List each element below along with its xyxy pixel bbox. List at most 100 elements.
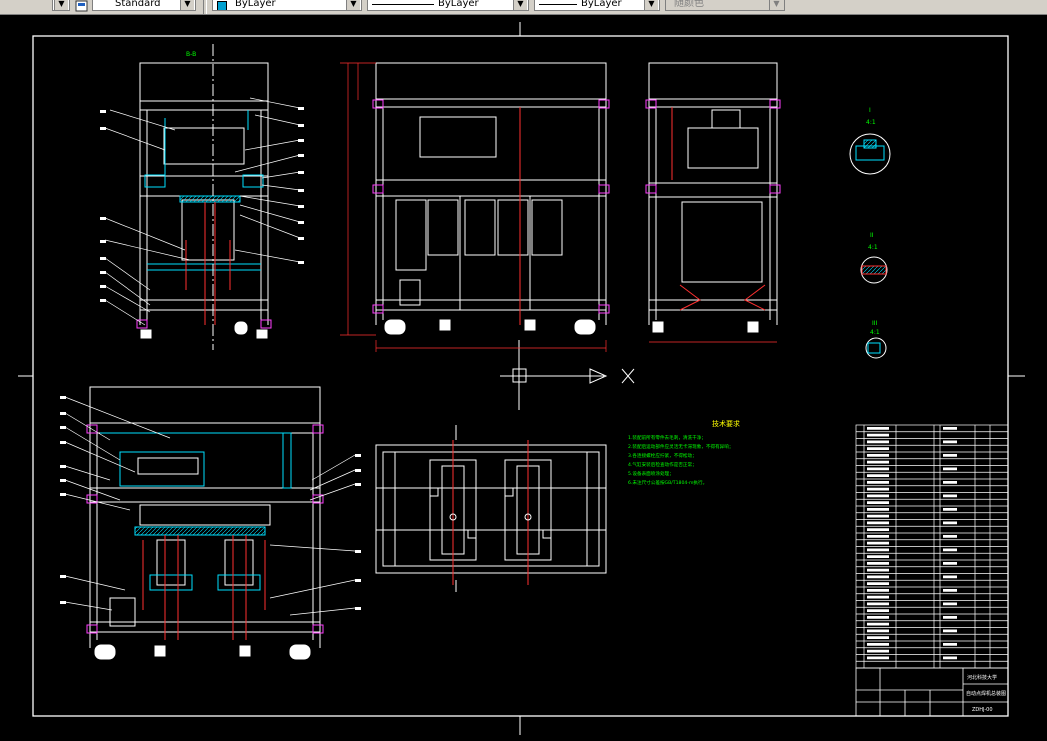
chevron-down-icon: ▼ xyxy=(644,0,658,10)
bom-row-mark xyxy=(867,454,889,457)
bom-row-mark xyxy=(943,616,957,619)
textstyle-dropdown[interactable]: Standard ▼ xyxy=(92,0,196,11)
bom-row-mark xyxy=(943,454,957,457)
bom-row-mark xyxy=(867,622,889,626)
bom-row-mark xyxy=(867,548,889,552)
technical-notes: 技术要求 1.装配前所有零件去毛刺，清洗干净； 2.装配后运动部件应灵活无卡滞现… xyxy=(628,419,740,486)
bom-row-mark xyxy=(867,568,889,572)
bom-row-mark xyxy=(867,555,889,558)
bom-row-mark xyxy=(867,467,889,471)
chevron-down-icon: ▼ xyxy=(54,0,68,10)
front-view xyxy=(340,62,610,352)
bom-row-mark xyxy=(867,595,889,599)
note-line-2: 2.装配后运动部件应灵活无卡滞现象，不得有异响； xyxy=(628,443,733,450)
detail-scale-2: 4:1 xyxy=(868,244,878,251)
bom-row-mark xyxy=(943,589,957,592)
bom-row-mark xyxy=(867,460,889,464)
bom-row-mark xyxy=(943,427,957,430)
bom-row-mark xyxy=(867,636,889,639)
bom-row-mark xyxy=(867,535,889,538)
bom-row-mark xyxy=(867,481,889,484)
properties-toolbar: ▼ Standard ▼ ByLayer ▼ ByLayer ▼ ByLayer… xyxy=(0,0,1047,15)
bom-row-mark xyxy=(867,447,889,450)
lineweight-value: ByLayer xyxy=(581,0,622,9)
bom-row-mark xyxy=(867,508,889,511)
detail-views xyxy=(849,133,891,359)
bom-row-mark xyxy=(943,521,957,525)
note-line-3: 3.各连接螺栓应拧紧，不得松动； xyxy=(628,452,697,459)
bom-row-mark xyxy=(867,440,889,444)
bom-row-mark xyxy=(943,562,957,565)
bom-row-mark xyxy=(867,575,889,579)
cad-drawing: B-B xyxy=(18,22,1025,735)
color-value: ByLayer xyxy=(235,0,276,9)
note-line-4: 4.气缸安装后检查动作是否正常； xyxy=(628,461,697,468)
bom-row-mark xyxy=(867,616,889,619)
bom-row-mark xyxy=(867,514,889,518)
note-line-6: 6.未注尺寸公差按GB/T1804-m执行。 xyxy=(628,479,707,486)
bom-row-mark xyxy=(867,528,889,531)
plotstyle-value: 随颜色 xyxy=(674,0,704,9)
bom-row-mark xyxy=(943,575,957,579)
note-line-5: 5.设备表面喷涂处理； xyxy=(628,470,674,477)
chevron-down-icon: ▼ xyxy=(346,0,360,10)
bom-row-mark xyxy=(867,602,889,606)
section-view-bb xyxy=(100,44,304,350)
bom-row-mark xyxy=(867,649,889,653)
bom-row-mark xyxy=(943,535,957,538)
chevron-down-icon: ▼ xyxy=(180,0,194,10)
note-line-1: 1.装配前所有零件去毛刺，清洗干净； xyxy=(628,434,706,441)
detail-scale-1: 4:1 xyxy=(866,119,876,126)
bom-row-mark xyxy=(943,602,957,606)
bom-row-mark xyxy=(867,494,889,498)
chevron-down-icon: ▼ xyxy=(769,0,783,10)
bom-row-mark xyxy=(867,609,889,612)
detail-scale-3: 4:1 xyxy=(870,329,880,336)
bom-row-mark xyxy=(943,548,957,552)
title-block-drawing-name: 自动点焊机总装图 xyxy=(966,690,1006,697)
bom-row-mark xyxy=(943,481,957,484)
bom-row-mark xyxy=(943,656,957,660)
color-dropdown[interactable]: ByLayer ▼ xyxy=(212,0,362,11)
textstyle-value: Standard xyxy=(115,0,161,9)
bom-row-mark xyxy=(867,521,889,525)
textstyle-prefix-dropdown[interactable]: ▼ xyxy=(52,0,70,11)
parts-list-table xyxy=(855,424,1009,669)
lineweight-dropdown[interactable]: ByLayer ▼ xyxy=(534,0,660,11)
bom-row-mark xyxy=(943,643,957,646)
bom-row-mark xyxy=(867,541,889,545)
section-label-bb: B-B xyxy=(186,51,196,58)
textstyle-manager-icon[interactable] xyxy=(74,0,90,12)
color-swatch-icon xyxy=(217,1,227,10)
bom-row-mark xyxy=(867,501,889,504)
detail-label-2: II xyxy=(870,232,874,239)
bom-row-mark xyxy=(867,487,889,491)
bom-row-mark xyxy=(867,474,889,477)
bom-row-mark xyxy=(943,508,957,511)
ucs-icon xyxy=(500,340,635,410)
bom-row-mark xyxy=(867,589,889,592)
bom-row-mark xyxy=(867,582,889,585)
title-block-drawing-no: ZDHJ-00 xyxy=(972,707,993,713)
bom-row-mark xyxy=(867,629,889,633)
bom-row-mark xyxy=(943,629,957,633)
sheet-frame xyxy=(18,22,1025,735)
title-block-school: 河北科技大学 xyxy=(967,674,997,681)
notes-title: 技术要求 xyxy=(712,419,740,428)
section-view-main xyxy=(60,386,361,660)
plotstyle-dropdown[interactable]: 随颜色 ▼ xyxy=(665,0,785,11)
bom-row-mark xyxy=(943,467,957,471)
detail-label-1: I xyxy=(869,107,871,114)
bom-row-mark xyxy=(943,440,957,444)
side-view xyxy=(645,62,781,343)
model-space-canvas[interactable]: B-B xyxy=(0,15,1047,741)
bom-row-mark xyxy=(867,427,889,430)
bom-row-mark xyxy=(867,656,889,660)
detail-label-3: III xyxy=(872,320,878,327)
top-view xyxy=(375,425,607,592)
linetype-preview xyxy=(372,4,434,5)
linetype-dropdown[interactable]: ByLayer ▼ xyxy=(367,0,529,11)
bom-row-mark xyxy=(867,643,889,646)
bom-row-mark xyxy=(867,562,889,565)
chevron-down-icon: ▼ xyxy=(513,0,527,10)
